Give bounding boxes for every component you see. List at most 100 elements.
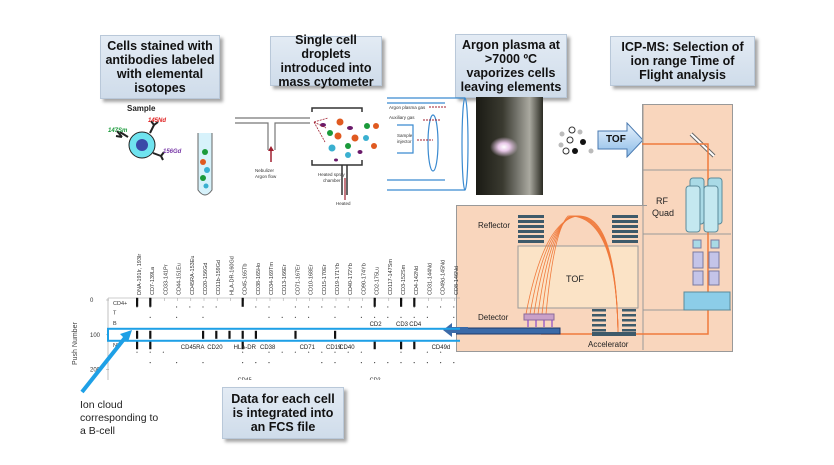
event-dot — [308, 317, 309, 318]
event-dot — [150, 317, 151, 318]
event-dot — [242, 362, 243, 363]
event-dot — [440, 362, 441, 363]
isotope-sm: 147Sm — [108, 128, 128, 134]
column-label: CD2-175Lu — [375, 267, 381, 295]
column-label: CD38-165Ho — [256, 263, 262, 295]
event-dot — [334, 352, 335, 353]
event-dot — [202, 306, 203, 307]
event-mark — [242, 331, 244, 339]
event-mark — [294, 331, 296, 339]
column-label: CD3-152Sm — [401, 264, 407, 295]
svg-text:Auxiliary gas: Auxiliary gas — [389, 115, 415, 120]
column-label: CD20-156Gd — [203, 263, 209, 295]
event-dot — [387, 306, 388, 307]
callout-plasma: Argon plasma at >7000 ºC vaporizes cells… — [455, 34, 567, 98]
event-dot — [150, 306, 151, 307]
event-dot — [440, 352, 441, 353]
event-mark — [413, 298, 415, 307]
event-mark — [374, 298, 376, 307]
event-mark — [149, 298, 151, 307]
event-mark — [334, 331, 336, 339]
event-dot — [295, 317, 296, 318]
event-dot — [374, 362, 375, 363]
event-dot — [321, 352, 322, 353]
svg-text:injector: injector — [397, 139, 412, 144]
event-dot — [387, 362, 388, 363]
event-dot — [136, 306, 137, 307]
event-dot — [242, 352, 243, 353]
column-label: CD8-146Nd — [454, 266, 460, 295]
event-dot — [453, 317, 454, 318]
column-label: CD10-168Er — [309, 264, 315, 295]
column-label: CD33-141Pr — [163, 264, 169, 295]
annotation-top: CD2 — [370, 322, 383, 328]
accelerator-plates — [592, 309, 636, 336]
sample-title: Sample — [127, 104, 155, 113]
svg-text:Argon plasma gas: Argon plasma gas — [389, 105, 426, 110]
reflector-plates — [518, 215, 638, 243]
event-dot — [427, 306, 428, 307]
event-dot — [176, 306, 177, 307]
column-label: CD44-151Eu — [177, 263, 183, 295]
event-dot — [321, 306, 322, 307]
b-cell-highlight — [108, 329, 460, 341]
nebulizer-tube — [235, 118, 310, 150]
svg-text:Reflector: Reflector — [478, 221, 510, 230]
column-label: DNA-191Ir, 193Ir — [137, 254, 143, 295]
event-mark — [215, 331, 217, 339]
column-label: CD31-144Nd — [427, 263, 433, 295]
event-dot — [268, 306, 269, 307]
svg-text:Argon flow: Argon flow — [255, 174, 277, 179]
event-dot — [189, 306, 190, 307]
svg-text:chamber: chamber — [323, 178, 341, 183]
droplet-stream — [362, 120, 382, 165]
y-tick-label: 0 — [90, 298, 94, 304]
event-dot — [361, 306, 362, 307]
callout-staining: Cells stained with antibodies labeled wi… — [100, 35, 220, 99]
event-dot — [414, 306, 415, 307]
event-mark — [136, 298, 138, 307]
event-mark — [400, 298, 402, 307]
event-dot — [282, 352, 283, 353]
annotation-b-row: CD40 — [339, 345, 355, 351]
event-dot — [295, 306, 296, 307]
event-dot — [255, 362, 256, 363]
column-label: CD90-174Yb — [361, 263, 367, 295]
annotation-b-row: CD49d — [432, 345, 451, 351]
callout-fcs: Data for each cell is integrated into an… — [222, 387, 344, 439]
isotope-nd: 145Nd — [148, 118, 166, 124]
event-dot — [321, 362, 322, 363]
column-label: CD34-169Tm — [269, 262, 275, 295]
column-label: CD7-139La — [150, 266, 156, 295]
annotation-b-row: CD71 — [300, 345, 316, 351]
event-dot — [427, 317, 428, 318]
event-dot — [361, 352, 362, 353]
svg-text:Sample: Sample — [397, 133, 413, 138]
column-label: HLA-DR-160Gd — [229, 256, 235, 295]
column-label: CD117-147Sm — [388, 259, 394, 295]
column-label: CD11b-159Gd — [216, 260, 222, 295]
ion-cloud-pointer — [70, 330, 150, 400]
event-dot — [348, 352, 349, 353]
nebulizer-spray-illustration: Nebulizer Argon flow Heated spray chambe… — [190, 100, 370, 210]
event-dot — [414, 317, 415, 318]
column-label: CD15-170Er — [322, 264, 328, 295]
column-label: CD49d-145Nd — [441, 260, 447, 295]
annotation-b-row: HLA-DR — [234, 345, 257, 351]
column-label: CD45RA-153Eu — [190, 256, 196, 295]
event-dot — [308, 352, 309, 353]
event-dot — [334, 306, 335, 307]
svg-text:Quad: Quad — [652, 208, 674, 218]
row-label: CD4+ — [113, 301, 127, 307]
annotation-b-row: CD38 — [260, 345, 276, 351]
event-dot — [400, 362, 401, 363]
event-dot — [176, 317, 177, 318]
annotation-bottom: CD2 — [370, 378, 381, 380]
instrument-schematic: RF Quad Reflector TOF Detector Accelerat… — [456, 104, 736, 354]
event-dot — [427, 362, 428, 363]
event-dot — [453, 306, 454, 307]
event-dot — [400, 317, 401, 318]
event-dot — [202, 317, 203, 318]
rf-quad-rods — [686, 178, 722, 232]
ion-cloud-note: Ion cloud corresponding to a B-cell — [80, 399, 160, 438]
